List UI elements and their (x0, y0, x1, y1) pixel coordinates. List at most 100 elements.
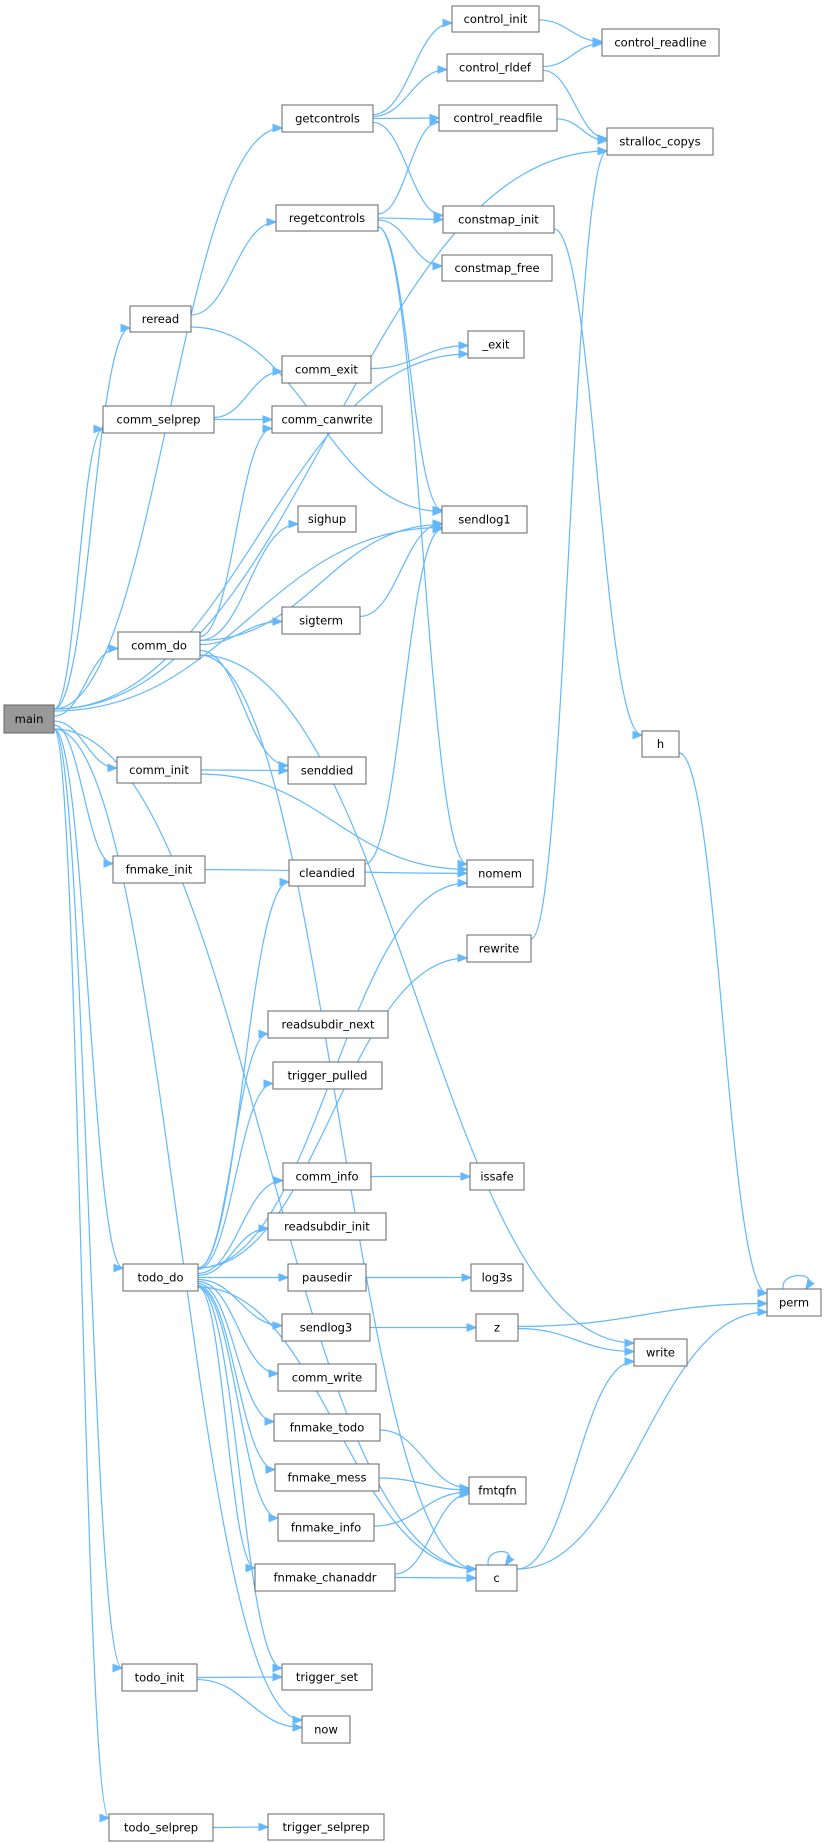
edge-regetcontrols-to-nomem (377, 226, 469, 869)
node-trigger-pulled[interactable]: trigger_pulled (272, 1061, 383, 1090)
edge-line (199, 654, 477, 1570)
edge-fnmake_info-to-fmtqfn (373, 1487, 471, 1527)
edge-arrowhead (459, 1489, 471, 1499)
node-label: reread (142, 312, 179, 326)
edge-line (53, 728, 123, 1669)
node-cleandied[interactable]: cleandied (288, 859, 366, 887)
node-comm-init[interactable]: comm_init (116, 756, 202, 784)
node-stralloc-copys[interactable]: stralloc_copys (606, 127, 714, 156)
node-rewrite[interactable]: rewrite (466, 934, 532, 963)
edge-arrowhead (272, 617, 284, 626)
edge-main-to-comm_do (53, 644, 120, 717)
edge-arrowhead (432, 519, 444, 528)
node-comm-selprep[interactable]: comm_selprep (102, 405, 215, 434)
edge-comm_init-to-senddied (200, 766, 290, 775)
edge-getcontrols-to-control_init (372, 18, 454, 116)
edge-arrowhead (457, 878, 469, 888)
edge-fnmake_chanaddr-to-fmtqfn (394, 1489, 471, 1575)
node-control-readline[interactable]: control_readline (601, 28, 720, 57)
edge-arrowhead (433, 215, 445, 224)
node-fnmake-todo[interactable]: fnmake_todo (273, 1413, 381, 1442)
node-box (287, 1263, 367, 1292)
node-z[interactable]: z (475, 1313, 519, 1342)
node-c[interactable]: c (475, 1564, 518, 1592)
node-trigger-set[interactable]: trigger_set (281, 1663, 373, 1691)
node-sigterm[interactable]: sigterm (281, 606, 361, 635)
node-constmap-init[interactable]: constmap_init (442, 205, 555, 234)
node-issafe[interactable]: issafe (469, 1162, 525, 1191)
edge-arrowhead (245, 1563, 257, 1573)
node-sighup[interactable]: sighup (297, 505, 357, 533)
node-todo-init[interactable]: todo_init (121, 1663, 198, 1692)
node-comm-canwrite[interactable]: comm_canwrite (271, 405, 383, 434)
node-getcontrols[interactable]: getcontrols (281, 104, 374, 133)
node-write[interactable]: write (633, 1338, 688, 1367)
node-comm-exit[interactable]: comm_exit (281, 355, 372, 384)
node-readsubdir-init[interactable]: readsubdir_init (267, 1212, 387, 1241)
node-label: stralloc_copys (619, 135, 700, 149)
node-box (281, 606, 361, 635)
edge-line (517, 1302, 768, 1328)
edge-line (199, 620, 283, 646)
edge-arrowhead (597, 146, 609, 156)
node-todo-do[interactable]: todo_do (122, 1263, 199, 1292)
node-main[interactable]: main (3, 704, 55, 734)
node-label: now (314, 1723, 338, 1737)
edge-comm_do-to-sighup (199, 519, 300, 642)
edge-arrowhead (757, 1288, 769, 1298)
node-trigger-selprep[interactable]: trigger_selprep (267, 1813, 385, 1841)
node-box (441, 254, 553, 282)
node-box (277, 1513, 375, 1542)
node--exit[interactable]: _exit (467, 330, 525, 359)
edge-line (53, 353, 469, 710)
node-fnmake-init[interactable]: fnmake_init (112, 855, 206, 884)
edge-line (197, 1033, 269, 1269)
edge-comm_do-to-comm_canwrite (199, 424, 274, 638)
node-box (641, 730, 680, 758)
node-now[interactable]: now (301, 1715, 351, 1744)
edge-arrowhead (432, 261, 444, 271)
node-todo-selprep[interactable]: todo_selprep (108, 1813, 214, 1842)
node-h[interactable]: h (641, 730, 680, 758)
edge-arrowhead (93, 424, 105, 434)
edge-arrowhead (457, 869, 469, 878)
node-sendlog1[interactable]: sendlog1 (441, 505, 528, 534)
node-box (297, 505, 357, 533)
edge-line (197, 1179, 284, 1275)
node-fnmake-mess[interactable]: fnmake_mess (274, 1463, 380, 1492)
edge-arrowhead (108, 644, 120, 653)
node-reread[interactable]: reread (129, 305, 192, 333)
edge-line (197, 1282, 275, 1423)
node-perm[interactable]: perm (766, 1288, 822, 1317)
node-box (273, 1413, 381, 1442)
node-regetcontrols[interactable]: regetcontrols (275, 204, 379, 232)
node-fmtqfn[interactable]: fmtqfn (468, 1476, 527, 1505)
node-control-readfile[interactable]: control_readfile (438, 104, 558, 132)
node-comm-write[interactable]: comm_write (277, 1363, 377, 1392)
node-nomem[interactable]: nomem (466, 859, 534, 888)
node-box (129, 305, 192, 333)
edge-sigterm-to-sendlog1 (359, 519, 444, 618)
node-fnmake-info[interactable]: fnmake_info (277, 1513, 375, 1542)
node-box (281, 1313, 371, 1342)
node-comm-do[interactable]: comm_do (117, 631, 201, 660)
node-box (633, 1338, 688, 1367)
node-control-rldef[interactable]: control_rldef (446, 53, 544, 82)
node-fnmake-chanaddr[interactable]: fnmake_chanaddr (254, 1563, 396, 1592)
node-pausedir[interactable]: pausedir (287, 1263, 367, 1292)
edge-arrowhead (264, 1417, 276, 1426)
node-box (606, 127, 714, 156)
edge-arrowhead (272, 123, 284, 133)
node-log3s[interactable]: log3s (470, 1263, 524, 1292)
node-control-init[interactable]: control_init (451, 5, 540, 33)
node-sendlog3[interactable]: sendlog3 (281, 1313, 371, 1342)
edge-arrowhead (278, 766, 290, 775)
node-senddied[interactable]: senddied (287, 756, 367, 785)
node-readsubdir-next[interactable]: readsubdir_next (267, 1010, 389, 1039)
edge-control_rldef-to-control_readline (542, 39, 604, 68)
node-box (281, 355, 372, 384)
edge-comm_exit-to-_exit (370, 341, 470, 370)
node-constmap-free[interactable]: constmap_free (441, 254, 553, 282)
node-comm-info[interactable]: comm_info (282, 1162, 372, 1191)
node-box (271, 405, 383, 434)
